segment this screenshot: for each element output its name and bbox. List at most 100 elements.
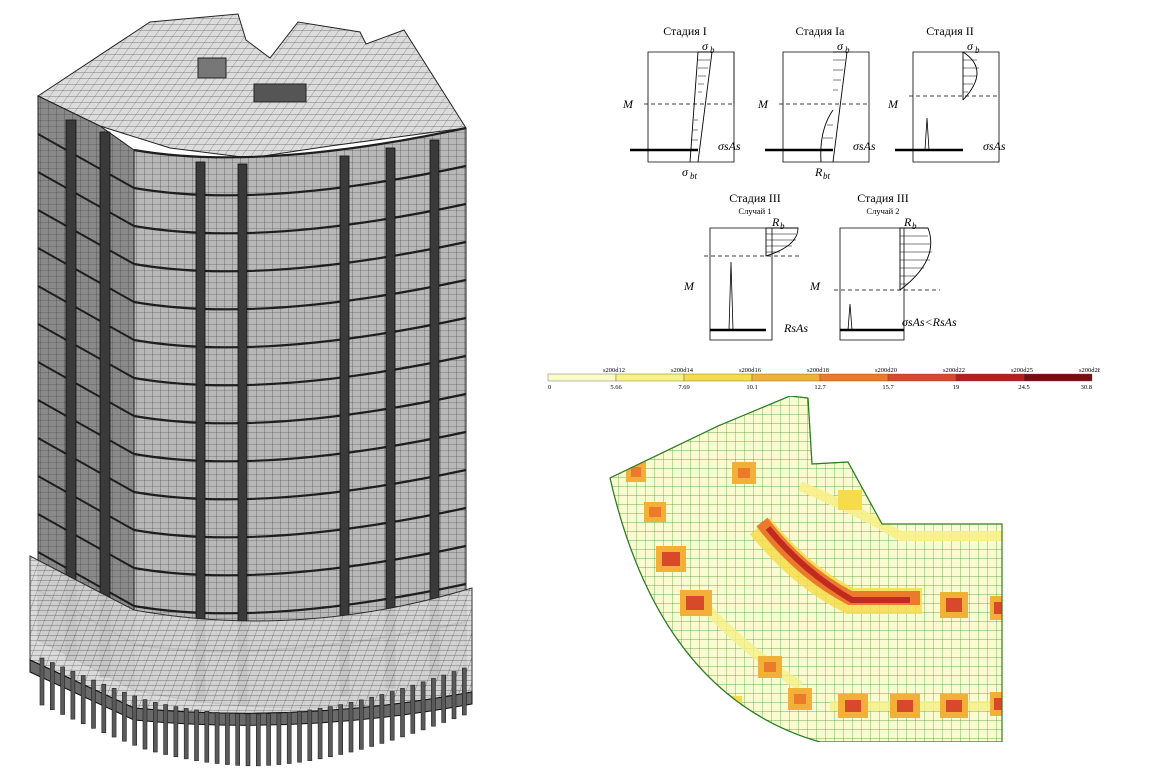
pile [348, 702, 354, 753]
stage-2-steel: σsAs [983, 139, 1006, 153]
legend-value-label: 24.5 [1018, 384, 1029, 391]
stage-3-case-2-top-sym: R [903, 215, 912, 229]
legend-value-label: 19 [953, 384, 960, 391]
pile [204, 710, 210, 763]
pile [328, 706, 333, 758]
pile [70, 671, 76, 720]
pile [245, 713, 251, 767]
stage-3-case-2-title: Стадия III [857, 191, 909, 205]
pile [173, 706, 179, 758]
stage-3-case-1: Стадия III Случай 1 M R b RsAs [683, 191, 808, 341]
stage-1a-top-sub: b [845, 45, 850, 55]
pile [451, 671, 457, 720]
legend-code-label: s200d18 [807, 367, 829, 374]
pile [142, 699, 148, 750]
stages-svg: Стадия I M σ b σ bt σsAs Стадия Ia M σ [622, 24, 1006, 341]
pile [91, 679, 96, 729]
plan-svg [609, 395, 1003, 743]
legend-code-label: s200d20 [875, 367, 897, 374]
pile [132, 695, 137, 746]
legend-value-label: 15.7 [882, 384, 894, 391]
building-fe-model [0, 0, 520, 768]
pile [235, 713, 240, 766]
stage-1-bot-sym: σ [682, 165, 689, 179]
stage-3-case-2-sub: Случай 2 [866, 206, 899, 216]
legend-swatch [615, 373, 685, 382]
pile [461, 667, 467, 716]
stage-3-case-1-sub: Случай 1 [738, 206, 771, 216]
pile [80, 675, 86, 725]
pile [358, 699, 364, 750]
stage-1a: Стадия Ia M σ b R bt σsAs [757, 24, 876, 181]
stage-3-case-1-steel: RsAs [783, 321, 808, 335]
legend-swatch [751, 373, 821, 382]
pile [420, 681, 426, 731]
stage-1-top-sym: σ [702, 39, 709, 53]
legend-code-label: s200d28 [1079, 367, 1100, 374]
pile [379, 694, 385, 744]
stage-1a-steel: σsAs [853, 139, 876, 153]
roof-shaft [197, 57, 227, 79]
pile [194, 709, 199, 761]
stage-1-moment: M [622, 97, 634, 111]
legend-swatch [547, 373, 617, 382]
legend-value-label: 5.66 [610, 384, 622, 391]
pile [307, 709, 313, 761]
stage-1-title: Стадия I [663, 24, 707, 38]
legend-code-label: s200d25 [1011, 367, 1033, 374]
pile [317, 708, 323, 760]
pile [60, 666, 65, 715]
pile [49, 662, 55, 711]
pile [338, 704, 344, 755]
roof-opening [253, 83, 307, 103]
legend-swatch [819, 373, 889, 382]
legend-value-label: 0 [548, 384, 551, 391]
legend-swatch [1023, 373, 1093, 382]
legend-code-label: s200d22 [943, 367, 965, 374]
legend-code-label: s200d12 [603, 367, 625, 374]
pile [183, 708, 189, 760]
stage-2-top-sub: b [975, 45, 980, 55]
pile [369, 696, 374, 747]
stage-3-case-2-top-sub: b [912, 221, 917, 231]
stage-1a-bot-sub: bt [823, 171, 831, 181]
pile [101, 683, 107, 734]
stage-3-case-1-title: Стадия III [729, 191, 781, 205]
pile [266, 713, 271, 766]
building-svg [29, 13, 473, 767]
pile [297, 710, 302, 763]
stage-1a-title: Стадия Ia [796, 24, 846, 38]
pile [276, 712, 282, 765]
legend-code-label: s200d14 [671, 367, 694, 374]
stage-3-case-2-moment: M [809, 279, 821, 293]
pile [389, 691, 395, 741]
pile [153, 702, 158, 753]
legend-value-label: 12.7 [814, 384, 826, 391]
pile [39, 657, 45, 706]
stage-2: Стадия II M σ b σsAs [887, 24, 1006, 163]
stage-diagrams: Стадия I M σ b σ bt σsAs Стадия Ia M σ [560, 0, 1150, 360]
stage-3-case-1-moment: M [683, 279, 695, 293]
pile [214, 712, 220, 764]
pile [122, 691, 127, 742]
pile [286, 712, 292, 764]
legend-swatch [955, 373, 1025, 382]
stage-3-case-2: Стадия III Случай 2 M R b σsAs<RsAs [809, 191, 957, 341]
stage-1-bot-sub: bt [690, 171, 698, 181]
slab-reinforcement-map [600, 395, 1010, 743]
reinforcement-zones [626, 462, 1002, 718]
legend-swatch [683, 373, 753, 382]
left-floor-lines [37, 133, 135, 645]
legend-value-label: 10.1 [746, 384, 757, 391]
legend-value-label: 7.69 [678, 384, 689, 391]
pile [111, 688, 117, 738]
stage-1-top-sub: b [710, 45, 715, 55]
pile [163, 704, 168, 755]
pile [431, 678, 436, 727]
pile [410, 684, 416, 734]
pile [225, 712, 230, 765]
stage-2-title: Стадия II [926, 24, 974, 38]
legend-value-label: 30.8 [1081, 384, 1092, 391]
